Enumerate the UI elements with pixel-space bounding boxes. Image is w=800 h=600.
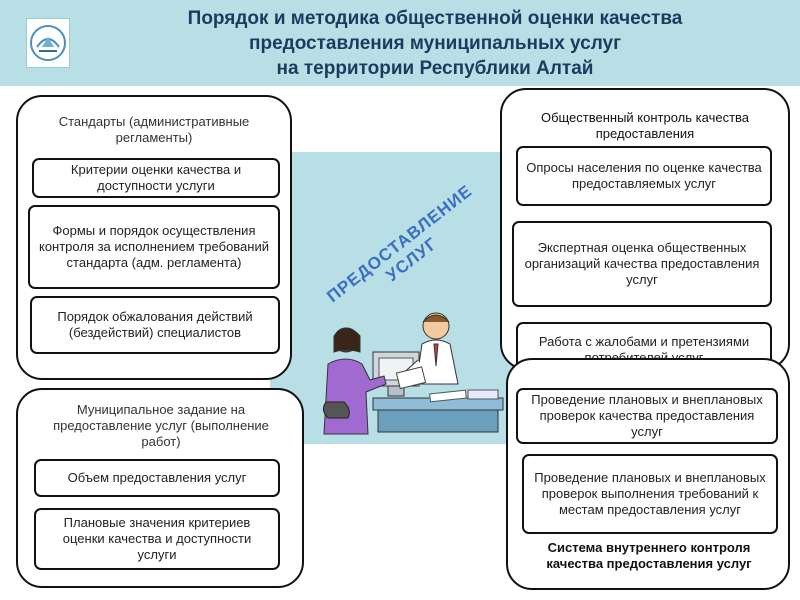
internal-control-panel-title: Система внутреннего контроля качества пр… [546, 540, 752, 571]
title-line-2: предоставления муниципальных услуг [248, 33, 622, 54]
control-forms-box: Формы и порядок осуществления контроля з… [28, 205, 280, 289]
emblem-logo [26, 18, 70, 68]
location-inspections-box: Проведение плановых и внеплановых провер… [522, 454, 778, 534]
quality-inspections-box: Проведение плановых и внеплановых провер… [516, 388, 778, 444]
emblem-icon [30, 25, 66, 61]
expert-evaluation-box: Экспертная оценка общественных организац… [512, 221, 772, 307]
standards-panel-title: Стандарты (административные регламенты) [58, 114, 250, 145]
municipal-task-panel-title: Муниципальное задание на предоставление … [53, 402, 269, 449]
page-title: Порядок и методика общественной оценки к… [90, 6, 780, 81]
quality-criteria-box: Критерии оценки качества и доступности у… [32, 158, 280, 198]
service-volume-box: Объем предоставления услуг [34, 459, 280, 497]
planned-values-box: Плановые значения критериев оценки качес… [34, 508, 280, 570]
title-line-1: Порядок и методика общественной оценки к… [187, 8, 683, 29]
public-control-panel-title: Общественный контроль качества предостав… [520, 110, 770, 142]
appeal-procedure-box: Порядок обжалования действий (бездействи… [30, 296, 280, 354]
title-line-3: на территории Республики Алтай [276, 58, 594, 79]
public-control-title-text: Общественный контроль качества предостав… [540, 110, 750, 141]
header-bar [0, 0, 800, 86]
service-desk-illustration [322, 312, 504, 435]
population-surveys-box: Опросы населения по оценке качества пред… [516, 146, 772, 206]
